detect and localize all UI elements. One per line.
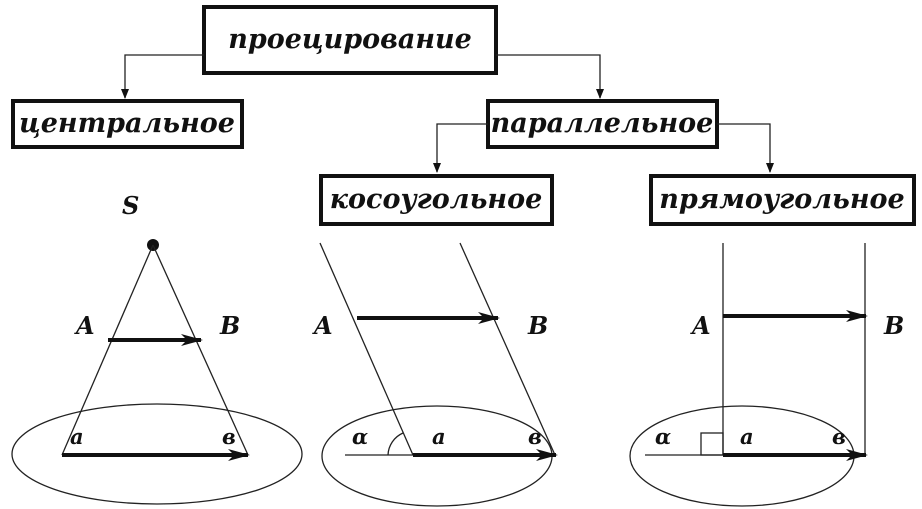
point-b-label: в (832, 424, 846, 449)
point-a-label: a (70, 424, 84, 449)
point-S-label: S (122, 191, 139, 220)
connector-arrow (496, 54, 604, 99)
central-label: центральное (19, 108, 235, 139)
orthogonal-node: прямоугольное (649, 174, 916, 226)
point-b-label: в (528, 424, 542, 449)
point-A-label: A (690, 311, 711, 340)
parallel-label: параллельное (491, 108, 714, 139)
point-a-label: a (432, 424, 446, 449)
orthogonal-label: прямоугольное (659, 184, 904, 215)
alpha-label: α (352, 424, 368, 449)
right-angle-mark (700, 432, 724, 456)
connector-arrow (433, 123, 488, 173)
point-B-label: B (527, 311, 548, 340)
point-B-label: B (883, 311, 904, 340)
parallel-node: параллельное (486, 99, 719, 149)
point-A-label: A (74, 311, 95, 340)
angle-arc (387, 432, 404, 456)
point-B-label: B (219, 311, 240, 340)
central-node: центральное (11, 99, 244, 149)
central-projection-figure: S A B a в (11, 191, 303, 505)
point-A-label: A (312, 311, 333, 340)
root-node: проецирование (202, 5, 498, 75)
root-label: проецирование (228, 24, 472, 55)
alpha-label: α (655, 424, 671, 449)
oblique-label: косоугольное (330, 184, 543, 215)
connector-arrow (717, 123, 774, 173)
point-b-label: в (222, 424, 236, 449)
orthogonal-projection-figure: A B α a в (629, 243, 904, 507)
connector-arrow (121, 54, 204, 99)
oblique-projection-figure: A B α a в (312, 242, 558, 507)
point-a-label: a (740, 424, 754, 449)
oblique-node: косоугольное (319, 174, 554, 226)
projection-plane (11, 403, 303, 505)
